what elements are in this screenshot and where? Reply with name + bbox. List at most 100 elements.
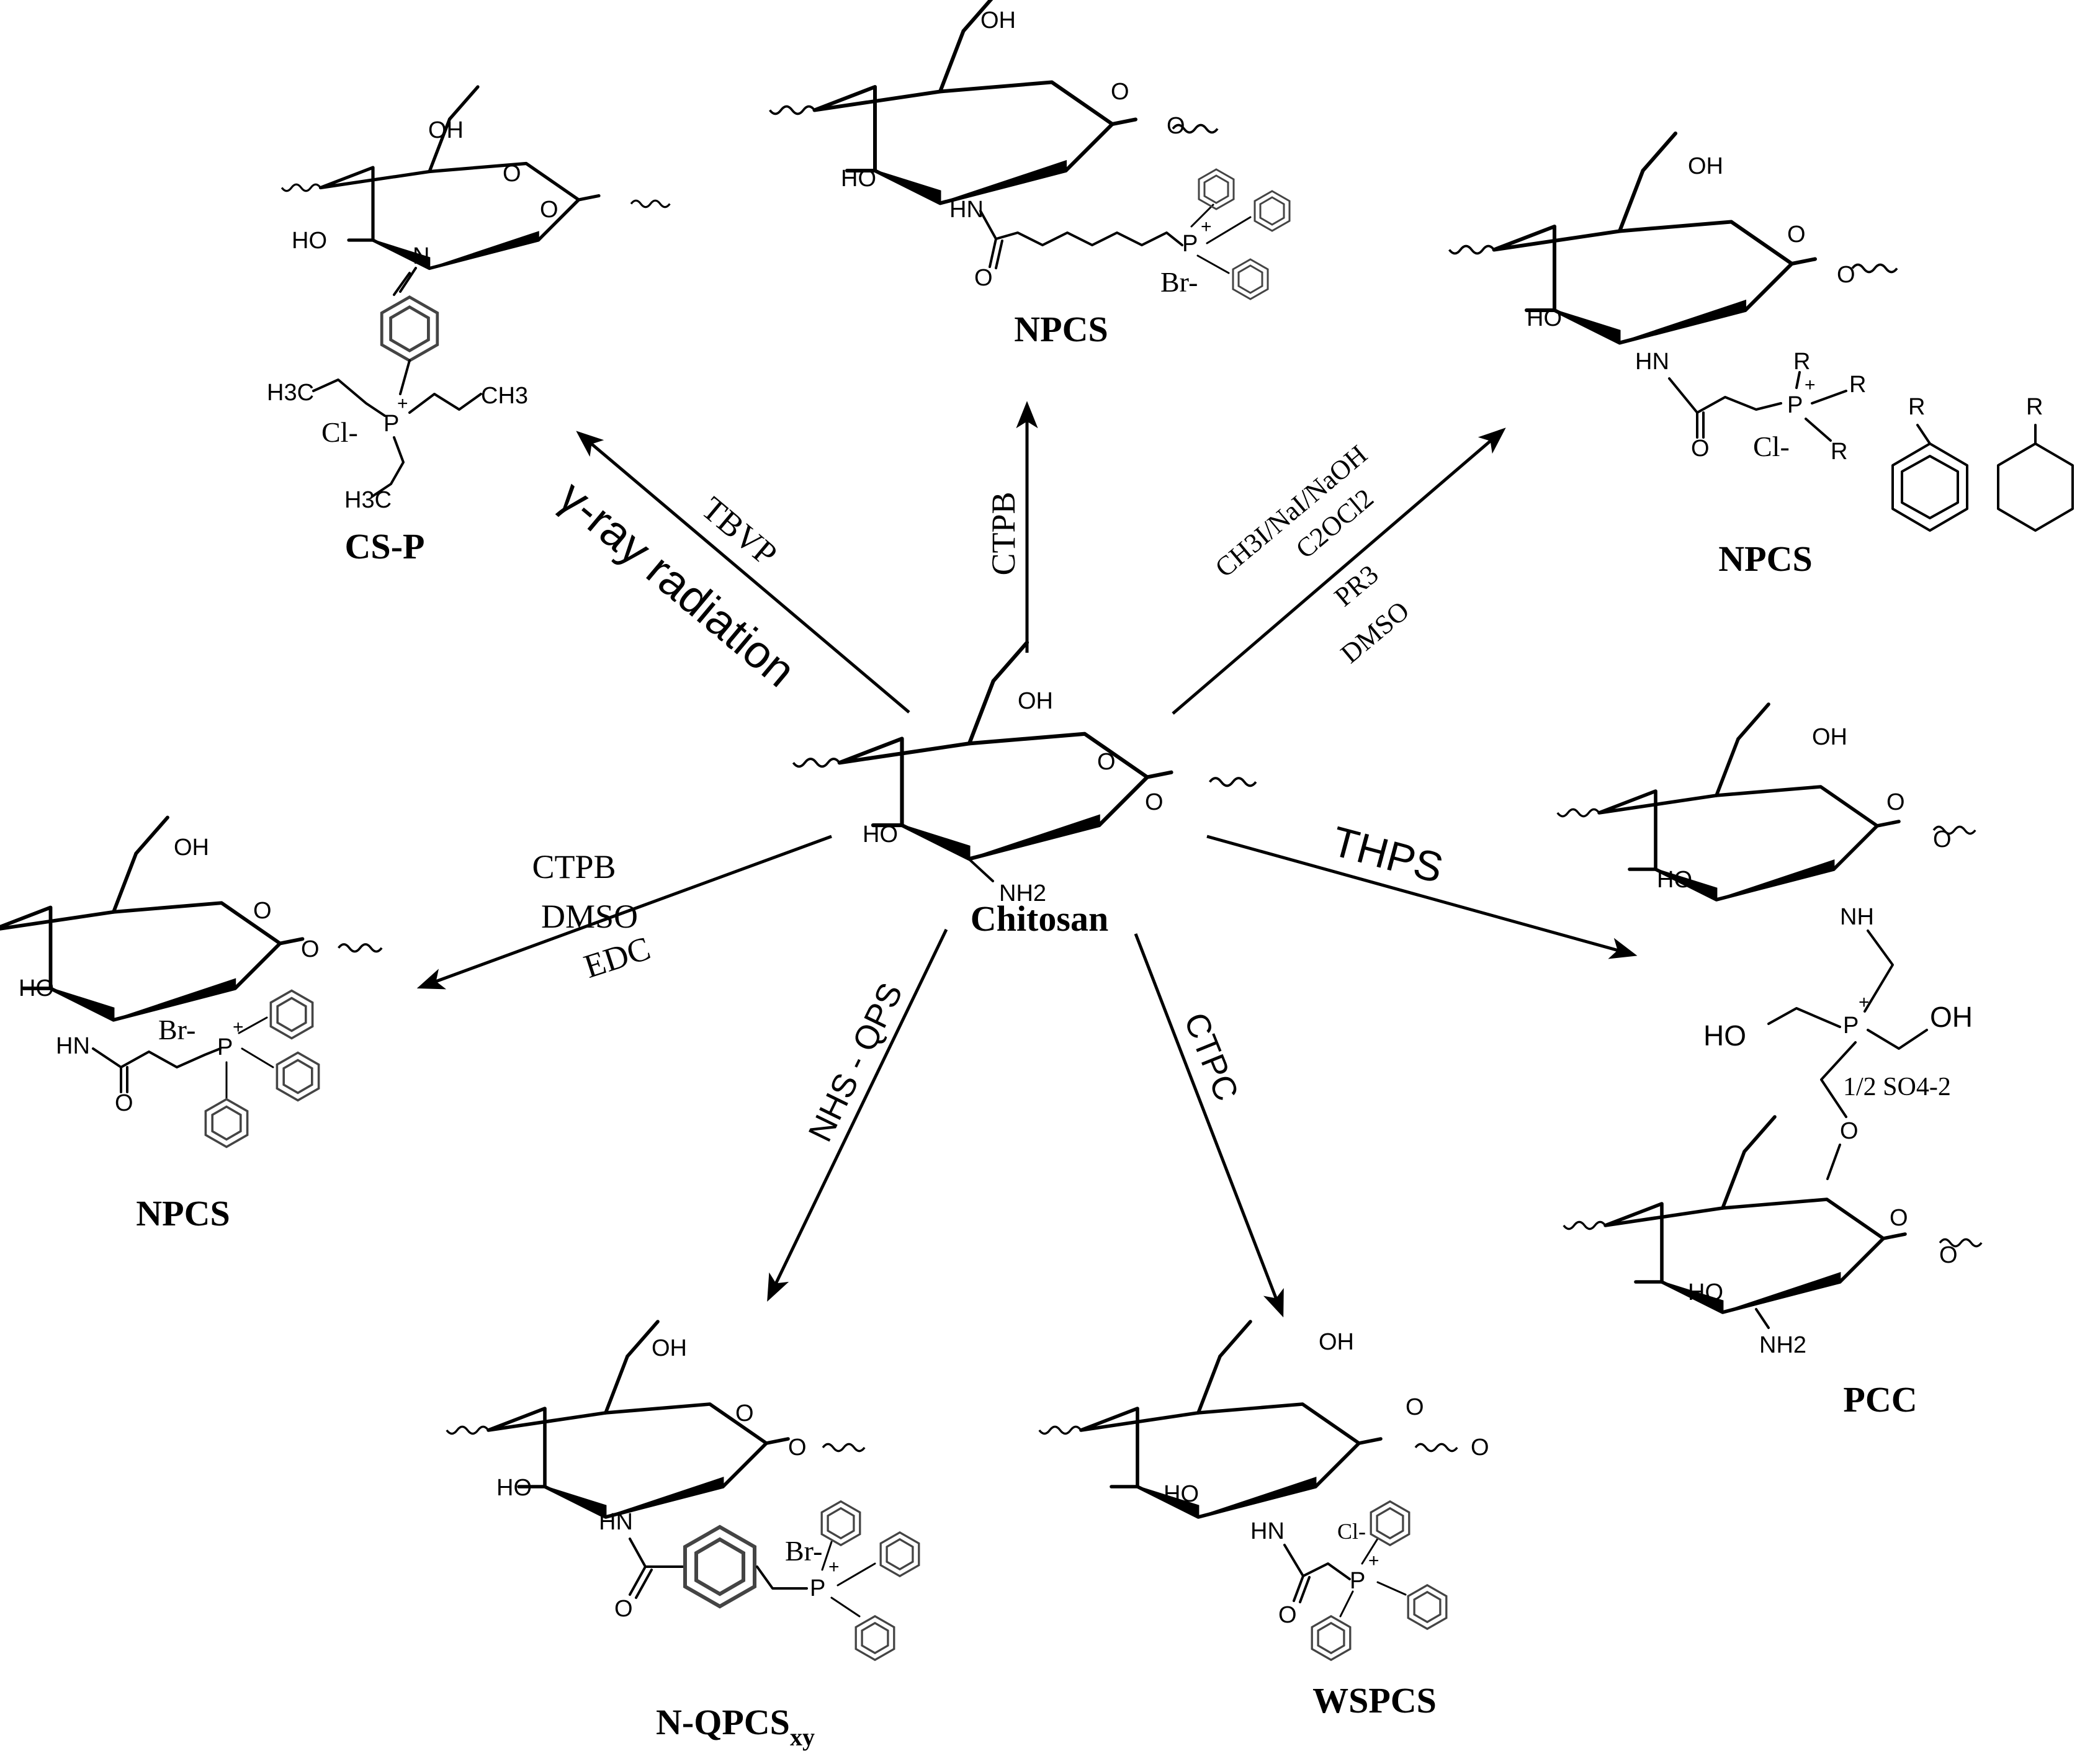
npcs-right-r3: R (1831, 439, 1847, 465)
npcs-left-br: Br- (158, 1014, 195, 1045)
product-cs-p: OH O O HO N H3C P + CH3 H3C Cl- CS-P (267, 87, 670, 566)
reagent-nhs-qps: NHS - QPS (801, 977, 910, 1147)
pcc-charge: + (1859, 992, 1870, 1013)
pcc-o-link-2: O (1939, 1242, 1958, 1268)
npcs-top-o-link: O (1167, 113, 1185, 139)
npcs-left-o-link: O (301, 936, 320, 962)
reagent-ctpc: CTPC (1177, 1008, 1245, 1106)
pcc-ho: HO (1657, 867, 1692, 893)
pcc-nh: NH (1840, 904, 1874, 930)
npcs-right-r1: R (1793, 349, 1810, 375)
n-qpcs-charge: + (828, 1557, 840, 1577)
pcc-nh2: NH2 (1759, 1332, 1806, 1358)
arrow-to-cs-p (576, 431, 910, 714)
wspcs-oh: OH (1319, 1329, 1354, 1355)
n-qpcs-hn: HN (599, 1509, 633, 1535)
npcs-left-p: P (217, 1034, 233, 1060)
product-npcs-right: OH O O HO HN O P + R R R Cl- R R NPCS (1450, 133, 2074, 579)
cs-p-ch3: CH3 (481, 383, 528, 409)
n-qpcs-o-link: O (788, 1435, 807, 1461)
arrow-to-pcc (1206, 835, 1638, 959)
npcs-right-o-link: O (1837, 262, 1855, 288)
npcs-right-cl: Cl- (1753, 431, 1790, 462)
chitosan-nh2: NH2 (999, 880, 1046, 907)
npcs-top-p: P (1182, 231, 1198, 257)
reagent-ctpb-top: CTPB (985, 491, 1022, 575)
pcc-ho-p: HO (1703, 1019, 1746, 1052)
npcs-right-p: P (1787, 392, 1803, 418)
chitosan-oh: OH (1018, 688, 1053, 714)
cs-p-o-link: O (540, 197, 558, 223)
cs-p-cl: Cl- (321, 416, 358, 448)
pcc-name: PCC (1843, 1379, 1917, 1420)
npcs-right-ring-o: O (1787, 222, 1806, 248)
product-npcs-left: OH O O HO HN O P + Br- NPCS (0, 818, 382, 1233)
wspcs-hn: HN (1250, 1518, 1285, 1544)
arrow-to-npcs-left (416, 835, 832, 990)
npcs-right-name: NPCS (1718, 539, 1812, 579)
chitosan-o-link: O (1145, 789, 1164, 815)
npcs-right-oh: OH (1688, 153, 1723, 179)
n-qpcs-ho: HO (496, 1475, 532, 1501)
arrow-to-npcs-right (1172, 428, 1506, 715)
wspcs-o-link: O (1471, 1435, 1489, 1461)
n-qpcs-p: P (810, 1575, 825, 1601)
npcs-left-carbonyl: O (115, 1090, 133, 1116)
reagent-ctpb-left: CTPB (532, 848, 616, 885)
npcs-top-hn: HN (949, 197, 984, 223)
wspcs-name: WSPCS (1312, 1680, 1437, 1721)
chitosan-ring-o: O (1097, 749, 1116, 775)
n-qpcs-name: N-QPCSxy (656, 1702, 815, 1751)
reagent-pr3: PR3 (1329, 559, 1384, 612)
npcs-top-carbonyl: O (974, 265, 993, 291)
cs-p-p: P (383, 411, 399, 437)
npcs-right-r-cyclohexyl: R (2026, 394, 2043, 420)
reagent-dmso-left: DMSO (541, 898, 638, 935)
npcs-top-name: NPCS (1014, 309, 1108, 349)
reagent-labels: TBVP γ-ray radiation CTPB CH3I/NaI/NaOH … (532, 439, 1448, 1148)
n-qpcs-carbonyl: O (614, 1596, 633, 1622)
npcs-left-name: NPCS (136, 1193, 230, 1233)
npcs-top-ring-o: O (1111, 79, 1129, 105)
pcc-o-link: O (1933, 826, 1952, 853)
npcs-left-hn: HN (56, 1033, 90, 1059)
npcs-left-oh: OH (174, 835, 209, 861)
wspcs-ho: HO (1164, 1481, 1199, 1507)
reagent-tbvp: TBVP (694, 490, 784, 573)
npcs-top-oh: OH (980, 7, 1016, 34)
n-qpcs-br: Br- (785, 1535, 822, 1567)
wspcs-ring-o: O (1406, 1394, 1424, 1420)
pcc-p: P (1843, 1013, 1859, 1039)
cs-p-n: N (413, 243, 429, 269)
cs-p-h3c-a: H3C (267, 380, 314, 406)
npcs-right-r-phenyl: R (1908, 394, 1925, 420)
cs-p-h3c-b: H3C (344, 487, 392, 513)
npcs-right-hn: HN (1635, 349, 1669, 375)
product-n-qpcs: OH O O HO HN O P + Br- N-QPCSxy (447, 1322, 920, 1751)
wspcs-cl: Cl- (1337, 1519, 1366, 1544)
product-wspcs: OH O O HO HN O P + Cl- WSPCS (1039, 1322, 1489, 1721)
reagent-gamma-ray: γ-ray radiation (549, 470, 805, 697)
npcs-left-charge: + (233, 1017, 244, 1037)
n-qpcs-ring-o: O (735, 1400, 754, 1426)
cs-p-charge: + (397, 393, 408, 414)
wspcs-carbonyl: O (1278, 1602, 1297, 1628)
pcc-oh-p: OH (1930, 1001, 1973, 1033)
wspcs-p: P (1350, 1568, 1365, 1594)
pcc-ho-2: HO (1688, 1279, 1723, 1305)
arrow-to-n-qpcs (767, 928, 948, 1302)
product-npcs-top: OH O O HO HN O P + Br- NPCS (770, 0, 1291, 349)
pcc-ring-o-2: O (1890, 1205, 1908, 1231)
arrow-to-wspcs (1134, 933, 1284, 1318)
product-pcc: OH O O HO NH P + HO OH 1/2 SO4-2 O O O H… (1558, 704, 1981, 1420)
npcs-right-charge: + (1805, 375, 1816, 395)
pcc-counterion: 1/2 SO4-2 (1843, 1073, 1951, 1101)
cs-p-oh: OH (428, 117, 464, 143)
pcc-ring-o: O (1886, 789, 1905, 815)
chitosan-ho: HO (863, 822, 898, 848)
reagent-edc: EDC (580, 929, 655, 985)
cs-p-name: CS-P (345, 526, 425, 566)
cs-p-ring-o: O (503, 161, 521, 187)
npcs-right-r2: R (1849, 372, 1866, 398)
